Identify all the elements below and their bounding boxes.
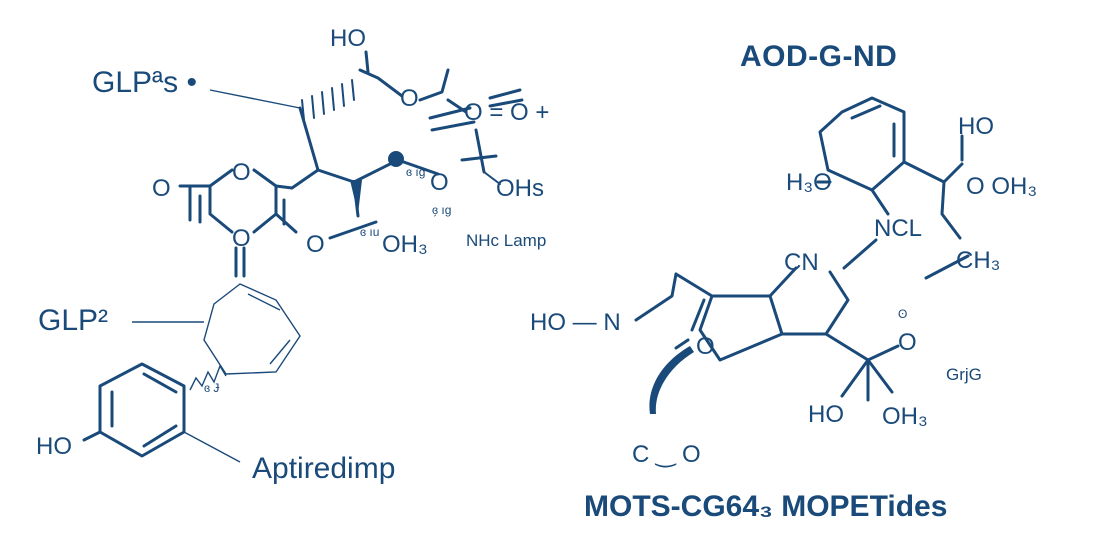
label-grg: GrjG [946, 365, 982, 384]
c-o-upper [674, 338, 690, 350]
atom-ho-n: HO — N [530, 309, 621, 336]
atom-h3o: H₃O [786, 169, 832, 196]
glp-leader-line [209, 89, 301, 109]
ring-to-ncl [870, 188, 890, 216]
atom-ho-bottom: HO [808, 401, 844, 428]
quaternary-center [824, 332, 900, 402]
atom-o-ring: O [696, 333, 715, 360]
curved-wedge [649, 346, 694, 414]
atom-o-ring-right: O [306, 231, 325, 258]
atom-o-mid: O [430, 169, 449, 196]
right-caption: MOTS-CG64₃ MOPETides [584, 490, 947, 523]
small-note-1: ɞ ıg [406, 165, 425, 179]
ho-carbon-bond [358, 68, 404, 98]
atom-ho-phenol: HO [36, 433, 72, 460]
central-ring-b [698, 294, 784, 362]
atom-oh3: OH₃ [382, 231, 428, 258]
central-ring-double [690, 298, 706, 332]
backbone-bond-1 [290, 106, 320, 190]
ncl-to-cn [842, 238, 878, 270]
atom-ohs: OHs [496, 175, 544, 202]
ring-junction [274, 184, 298, 234]
right-title: AOD-G-ND [740, 40, 897, 73]
label-aptiredimp: Aptiredimp [252, 452, 395, 485]
small-note-3: ɞ̗ ıg [432, 203, 451, 217]
right-top-ring-inner [850, 104, 896, 158]
aptiredimp-leader-line [183, 431, 241, 463]
atom-o-right: O [898, 329, 917, 356]
small-note-2: ɞ ıu [360, 225, 379, 239]
atom-oh3-bottom: OH₃ [882, 403, 928, 430]
atom-o-ring-bottom: O [232, 225, 251, 252]
atom-ho-top-right: HO [958, 113, 994, 140]
atom-o-small: ʘ [898, 307, 907, 321]
atom-cn: CN [784, 249, 819, 276]
vertical-bond-right [474, 128, 486, 174]
atom-o-left: O [152, 175, 171, 202]
thin-ring-inner [247, 293, 291, 365]
ch3-bond [924, 254, 970, 280]
carbonyl-double-bond [428, 106, 476, 132]
left-molecule [82, 50, 524, 463]
lactone-ring-left [178, 168, 278, 234]
o-equals-o-bond [488, 88, 524, 108]
ho-bond [364, 50, 370, 74]
chain-bond [316, 158, 400, 184]
lactone-ring-double [188, 184, 202, 224]
atom-o-carbonyl-right: O = O + [464, 99, 549, 126]
atom-c-o: C ‿ O [632, 441, 701, 468]
carbonyl-bond-oh3 [328, 220, 378, 240]
thin-ring [203, 283, 301, 375]
phenol-ring-inner [110, 372, 178, 448]
ohs-bond [483, 171, 501, 185]
right-top-ring [818, 96, 906, 192]
hashed-wedge-top [301, 79, 355, 121]
exocyclic-double-bond [234, 246, 246, 278]
atom-o-ring-top: O [232, 159, 251, 186]
label-nhc-lamp: NHc Lamp [466, 231, 546, 250]
right-molecule [634, 96, 970, 414]
n-to-ring-bond [634, 272, 678, 322]
phenol-ring [98, 362, 186, 458]
label-glp2: GLP² [38, 304, 108, 337]
squiggle-bond [189, 364, 227, 391]
atom-ncl: NCL [874, 215, 922, 242]
cross-bond [460, 154, 498, 162]
filled-dot [388, 151, 404, 167]
atom-ho-top: HO [330, 25, 366, 52]
right-side-chain [902, 160, 964, 240]
atom-o-oh3: O OH₃ [966, 173, 1037, 200]
label-glp-top: GLPªs • [92, 66, 197, 99]
atom-o-ester: O [400, 85, 419, 112]
phenol-ho-bond [82, 430, 102, 442]
dot-to-o-bond [396, 158, 440, 176]
small-note-4: ɞ Ɉ [204, 381, 219, 395]
ester-bond [418, 68, 450, 102]
solid-wedge [350, 180, 362, 214]
atom-ch3: CH₃ [956, 247, 1000, 274]
